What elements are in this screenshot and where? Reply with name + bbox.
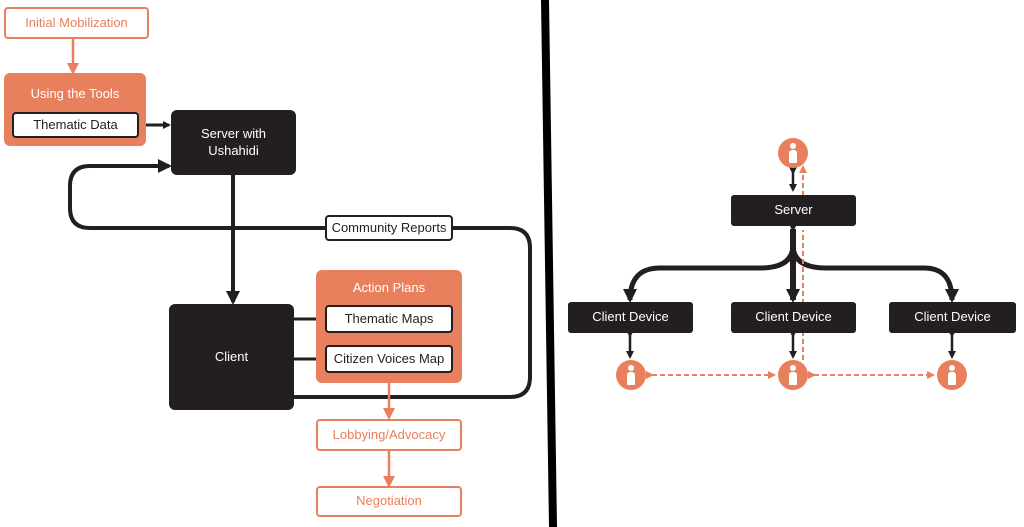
- client-device-box-1: Client Device: [568, 302, 693, 333]
- person-icon: [937, 360, 967, 390]
- using-the-tools-panel: Using the Tools Thematic Data: [4, 73, 146, 146]
- client-device-label: Client Device: [592, 309, 669, 325]
- citizen-voices-map-label: Citizen Voices Map: [333, 350, 445, 366]
- community-reports-loop: [68, 159, 532, 399]
- client-device-label: Client Device: [914, 309, 991, 325]
- citizen-voices-map-box: Citizen Voices Map: [325, 345, 453, 373]
- client-box: Client: [169, 304, 294, 410]
- person-icon: [616, 360, 646, 390]
- lobbying-advocacy-label: Lobbying/Advocacy: [332, 426, 446, 442]
- client-device-label: Client Device: [755, 309, 832, 325]
- divider: [541, 0, 557, 527]
- initial-mobilization-label: Initial Mobilization: [25, 14, 128, 30]
- action-plans-panel: Action Plans Thematic Maps Citizen Voice…: [316, 270, 462, 383]
- server-with-ushahidi-label: Server with Ushahidi: [200, 125, 267, 158]
- community-reports-box: Community Reports: [325, 215, 453, 241]
- lobbying-advocacy-box: Lobbying/Advocacy: [316, 419, 462, 451]
- person-icon: [778, 360, 808, 390]
- server-box: Server: [731, 195, 856, 226]
- negotiation-label: Negotiation: [356, 493, 422, 509]
- server-with-ushahidi-box: Server with Ushahidi: [171, 110, 296, 175]
- action-plans-title: Action Plans: [352, 280, 426, 295]
- negotiation-box: Negotiation: [316, 486, 462, 517]
- thematic-data-label: Thematic Data: [33, 116, 118, 132]
- person-icon: [778, 138, 808, 168]
- using-the-tools-title: Using the Tools: [30, 86, 120, 101]
- thematic-maps-box: Thematic Maps: [325, 305, 453, 333]
- community-reports-label: Community Reports: [331, 219, 447, 235]
- initial-mobilization-box: Initial Mobilization: [4, 7, 149, 39]
- server-label: Server: [774, 202, 813, 218]
- client-device-box-2: Client Device: [731, 302, 856, 333]
- client-device-box-3: Client Device: [889, 302, 1016, 333]
- client-label: Client: [214, 348, 249, 364]
- thematic-data-box: Thematic Data: [12, 112, 139, 138]
- thematic-maps-label: Thematic Maps: [344, 310, 434, 326]
